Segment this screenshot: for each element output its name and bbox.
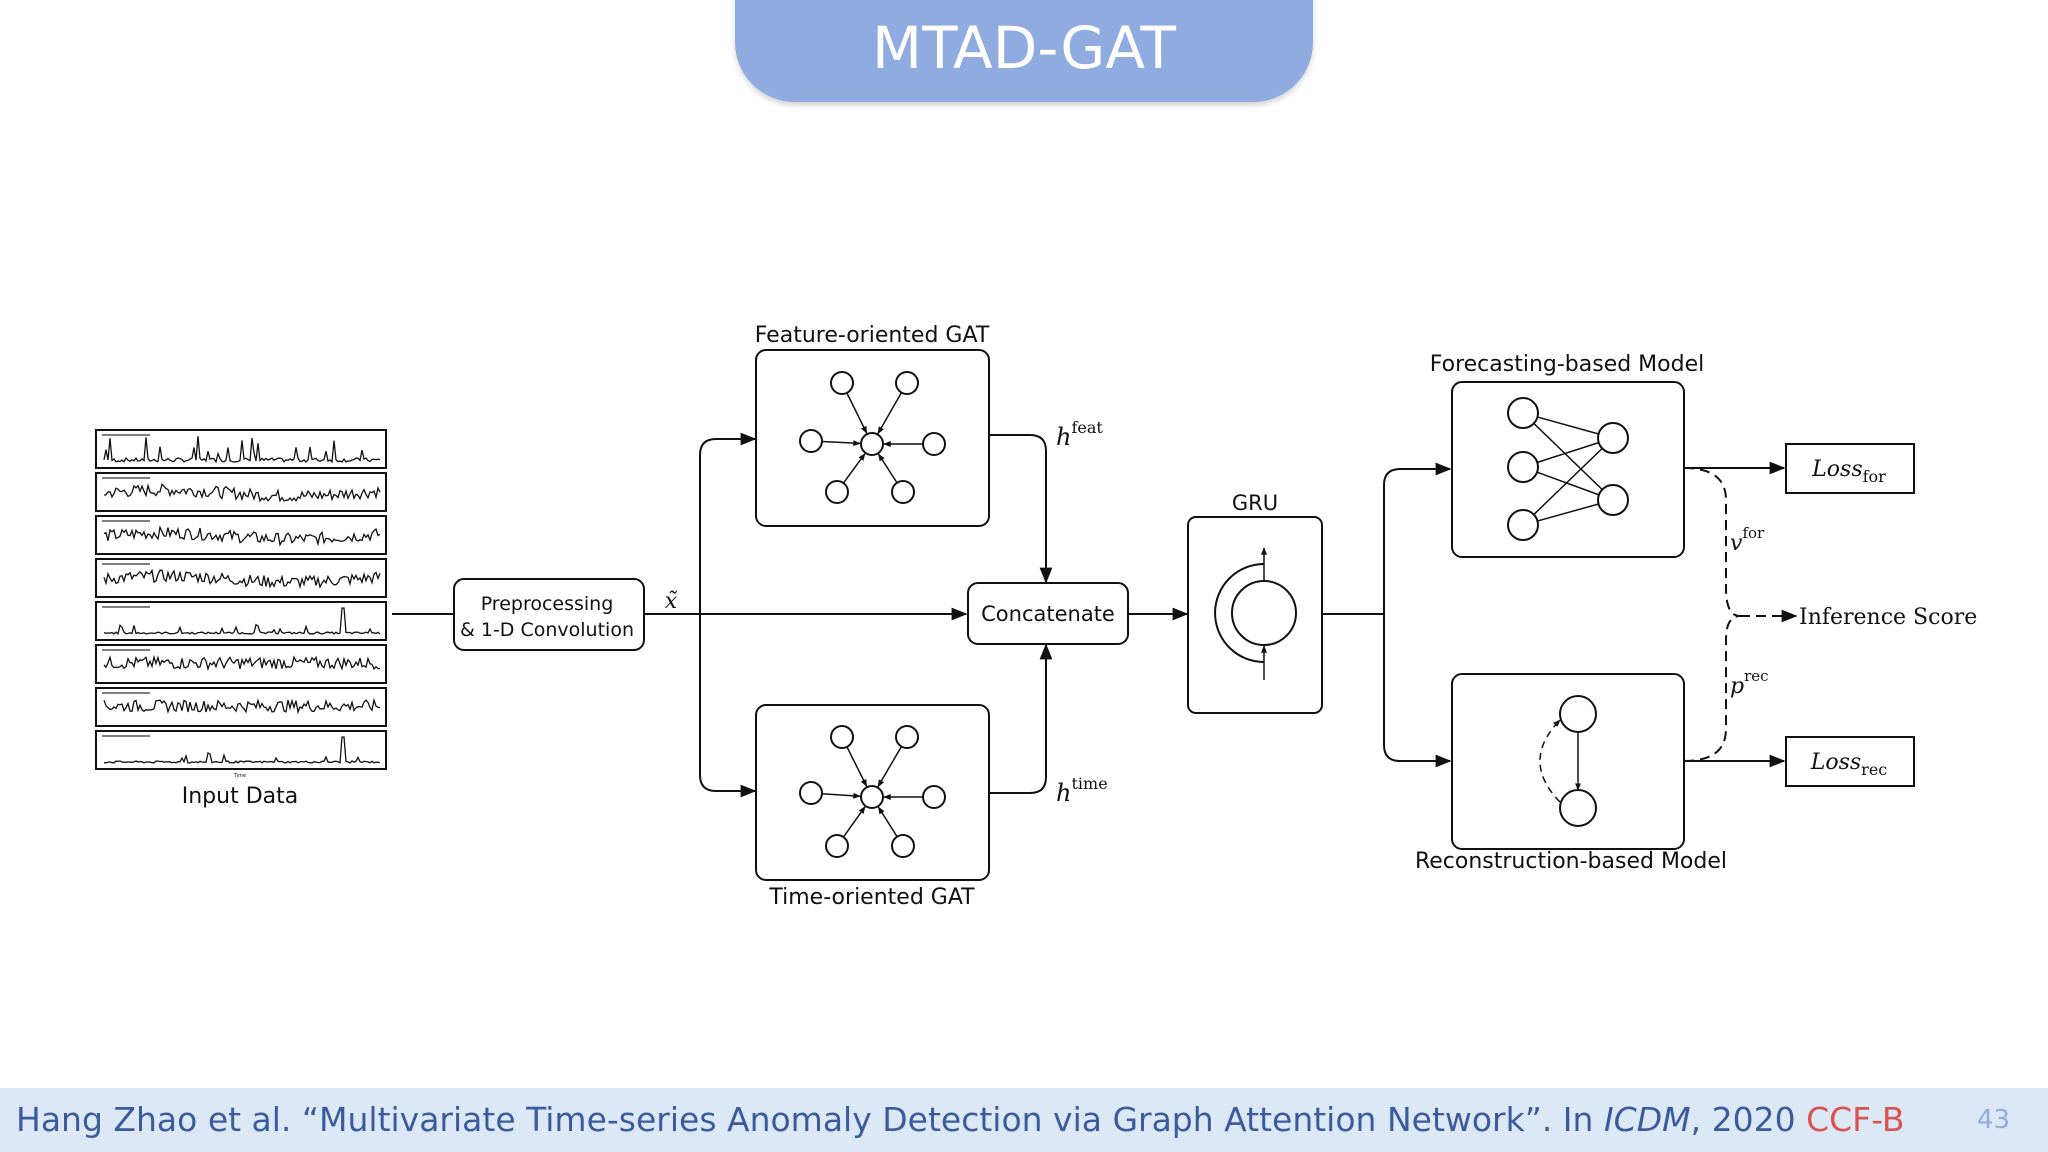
- loss-for-box: [1785, 443, 1915, 494]
- recon-model-label: Reconstruction-based Model: [1415, 849, 1727, 874]
- forecast-model-label: Forecasting-based Model: [1430, 352, 1705, 377]
- p-rec-label: prec: [1730, 667, 1769, 699]
- branch-to-time-gat: [699, 614, 757, 798]
- preprocessing-label-line2: & 1-D Convolution: [460, 619, 634, 641]
- loss-rec-box: [1785, 736, 1915, 787]
- preprocessing-box: Preprocessing & 1-D Convolution: [453, 578, 645, 651]
- time-series-panel: [95, 687, 387, 727]
- time-series-panel: [95, 515, 387, 555]
- feature-gat-graph: [799, 371, 946, 504]
- forecast-model-box: [1451, 381, 1685, 558]
- x-tilde-label: x̃: [665, 589, 678, 614]
- time-series-panel: [95, 730, 387, 770]
- loss-for-label: Lossfor: [1811, 457, 1886, 486]
- concatenate-box: Concatenate: [967, 582, 1129, 645]
- feature-gat-label: Feature-oriented GAT: [755, 323, 990, 348]
- slide-title: MTAD-GAT: [872, 14, 1176, 82]
- gru-to-forecast: [1383, 462, 1452, 614]
- concatenate-label: Concatenate: [981, 602, 1115, 626]
- citation-venue: ICDM: [1603, 1100, 1691, 1139]
- h-feat-label: hfeat: [1056, 418, 1103, 451]
- p-rec-dashed: [1683, 615, 1741, 762]
- v-for-label: vfor: [1730, 524, 1765, 556]
- time-gat-graph: [799, 725, 946, 858]
- page-number: 43: [1976, 1105, 2010, 1135]
- citation-footer: Hang Zhao et al. “Multivariate Time-seri…: [0, 1088, 2048, 1152]
- time-axis-caption: Time: [233, 773, 246, 779]
- input-data-label: Input Data: [182, 784, 299, 809]
- gru-to-recon: [1383, 614, 1452, 768]
- citation: Hang Zhao et al. “Multivariate Time-seri…: [16, 1088, 1905, 1152]
- inference-score-label: Inference Score: [1799, 605, 1977, 630]
- h-feat-connector: [989, 434, 1053, 584]
- input-data-panels: [95, 429, 387, 770]
- citation-rank: CCF-B: [1806, 1100, 1905, 1139]
- citation-year: , 2020: [1690, 1100, 1807, 1139]
- forecast-network-icon: [1507, 397, 1629, 541]
- h-time-connector: [989, 643, 1053, 794]
- citation-main: Hang Zhao et al. “Multivariate Time-seri…: [16, 1100, 1604, 1139]
- recon-vae-icon: [1539, 695, 1597, 827]
- gru-label: GRU: [1232, 491, 1278, 515]
- title-banner: MTAD-GAT: [735, 0, 1313, 102]
- gru-cycle-icon: [1214, 547, 1297, 680]
- loss-rec-label: Lossrec: [1810, 750, 1888, 779]
- time-gat-label: Time-oriented GAT: [768, 885, 975, 910]
- h-time-label: htime: [1056, 774, 1108, 807]
- preprocessing-label-line1: Preprocessing: [481, 593, 614, 615]
- v-for-dashed: [1683, 467, 1741, 617]
- time-series-panel: [95, 644, 387, 684]
- branch-to-feature-gat: [699, 432, 757, 614]
